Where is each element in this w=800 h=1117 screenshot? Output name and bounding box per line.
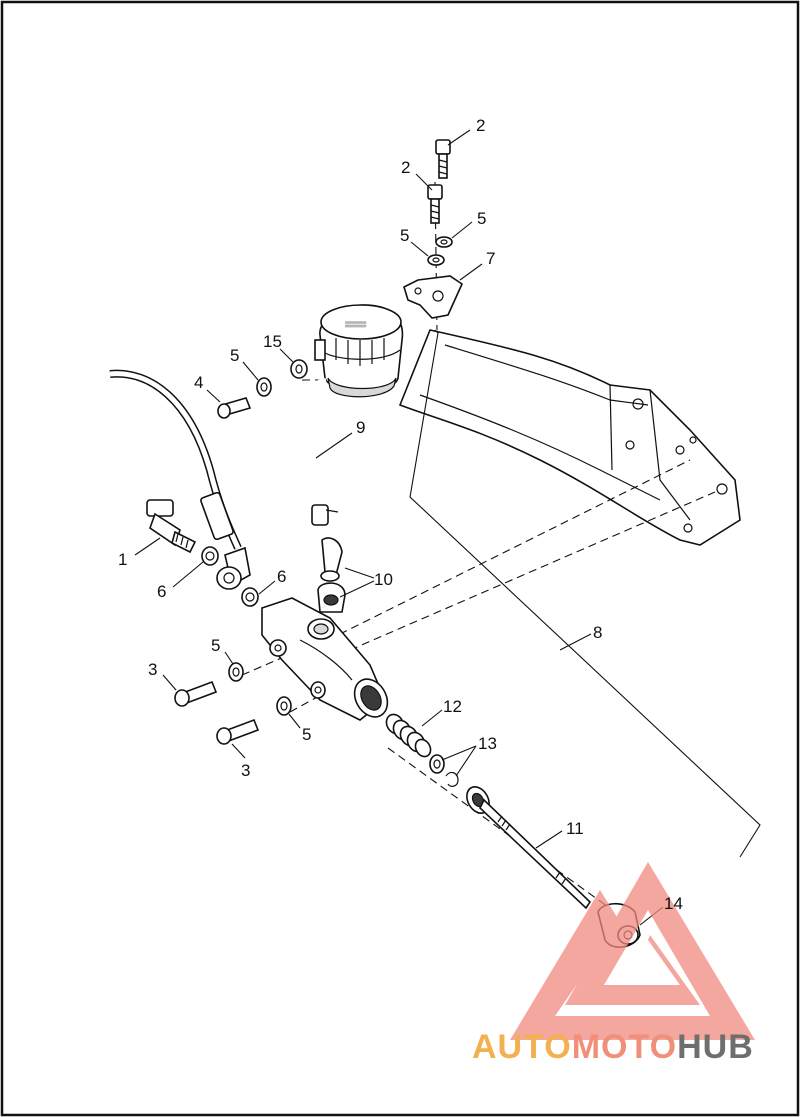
watermark-wordmark: AUTOMOTOHUB — [472, 1028, 754, 1067]
clip-13 — [445, 771, 459, 787]
part-8-line — [409, 329, 761, 858]
callout-15: 15 — [263, 332, 282, 351]
washer-5-left — [256, 377, 272, 397]
callout-13: 13 — [478, 734, 497, 753]
callout-12: 12 — [443, 697, 462, 716]
callout-6-left: 6 — [157, 582, 166, 601]
watermark-triangle — [510, 862, 755, 1040]
bolt-3-upper — [174, 680, 218, 707]
bolt-2-upper — [435, 139, 451, 179]
callout-9: 9 — [356, 418, 365, 437]
callout-labels: 2 2 5 5 7 15 5 4 9 1 6 6 10 8 5 3 12 5 1… — [118, 116, 683, 913]
callout-5-left: 5 — [230, 346, 239, 365]
alignment-lines — [241, 181, 716, 931]
brake-line — [109, 369, 242, 550]
pushrod-11 — [466, 786, 592, 910]
callout-8: 8 — [593, 623, 602, 642]
washer-5-middle-upper — [228, 662, 244, 682]
frame-bracket — [398, 329, 741, 546]
callout-3-upper: 3 — [148, 660, 157, 679]
bushing-15 — [290, 359, 308, 379]
callout-4: 4 — [194, 373, 203, 392]
bolt-4 — [217, 397, 252, 419]
callout-10: 10 — [374, 570, 393, 589]
callout-11: 11 — [566, 819, 584, 838]
spring-12 — [385, 713, 432, 758]
washer-5-middle-lower — [276, 696, 292, 716]
watermark-text-hub: HUB — [677, 1028, 754, 1066]
callout-2-lower: 2 — [401, 158, 410, 177]
callout-1: 1 — [118, 550, 127, 569]
callout-7: 7 — [486, 249, 495, 268]
callout-6-right: 6 — [277, 567, 286, 586]
pressure-switch-1 — [146, 499, 197, 554]
callout-5-top-right: 5 — [477, 209, 486, 228]
callout-3-lower: 3 — [241, 761, 250, 780]
washer-6-left — [201, 546, 219, 566]
hose-9 — [278, 378, 339, 526]
callout-2-upper: 2 — [476, 116, 485, 135]
callout-14: 14 — [664, 894, 683, 913]
fitting-10 — [317, 537, 346, 613]
callout-5-top-left: 5 — [400, 226, 409, 245]
svg-text:▒▒▒▒▒: ▒▒▒▒▒ — [345, 321, 367, 328]
banjo-fitting — [216, 546, 251, 590]
bracket-7 — [403, 275, 464, 319]
washer-5-top-right — [435, 236, 453, 248]
washer-6-right — [241, 587, 259, 607]
master-cylinder — [261, 597, 389, 721]
callout-5-middle-lower: 5 — [302, 725, 311, 744]
callout-5-middle-upper: 5 — [211, 636, 220, 655]
bolt-3-lower — [216, 718, 260, 745]
bolt-2-lower — [427, 184, 443, 224]
washer-5-top-left — [427, 254, 445, 266]
washer-13 — [429, 754, 445, 774]
watermark-text-auto: AUTO — [472, 1028, 572, 1066]
watermark-text-moto: MOTO — [571, 1028, 678, 1066]
fluid-reservoir: ▒▒▒▒▒ — [314, 304, 404, 398]
watermark-logo — [510, 862, 755, 1040]
